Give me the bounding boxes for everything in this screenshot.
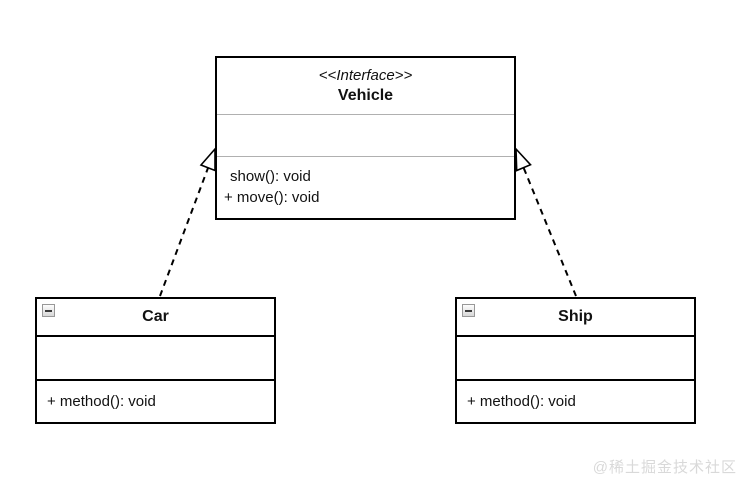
interface-method-move: + move(): void [224,189,320,206]
class-car-name: Car [142,308,169,325]
interface-attributes-section [217,115,514,157]
class-ship-name: Ship [558,308,593,325]
interface-vehicle-box: <<Interface>> Vehicle show(): void + mov… [215,56,516,220]
collapse-minus-icon[interactable] [462,304,475,317]
realization-line-ship-vehicle [522,167,577,297]
minus-bar [45,309,52,312]
minus-bar [465,309,472,312]
car-header-section: Car [37,299,274,337]
interface-method-show: show(): void [230,168,311,185]
realization-line-car-vehicle [159,167,209,297]
collapse-minus-icon[interactable] [42,304,55,317]
interface-methods-section: show(): void + move(): void [217,157,514,208]
class-ship-box: Ship + method(): void [455,297,696,424]
interface-stereotype: <<Interface>> [318,66,413,84]
class-car-box: Car + method(): void [35,297,276,424]
watermark-text: @稀土掘金技术社区 [592,459,737,476]
ship-methods-section: + method(): void [457,381,694,422]
realization-arrowhead-ship [515,146,532,172]
realization-arrowhead-car [199,146,216,172]
ship-attributes-section [457,337,694,381]
car-methods-section: + method(): void [37,381,274,422]
ship-header-section: Ship [457,299,694,337]
car-attributes-section [37,337,274,381]
car-method: + method(): void [47,393,156,410]
interface-name: Vehicle [337,86,394,104]
ship-method: + method(): void [467,393,576,410]
interface-header-section: <<Interface>> Vehicle [217,58,514,115]
